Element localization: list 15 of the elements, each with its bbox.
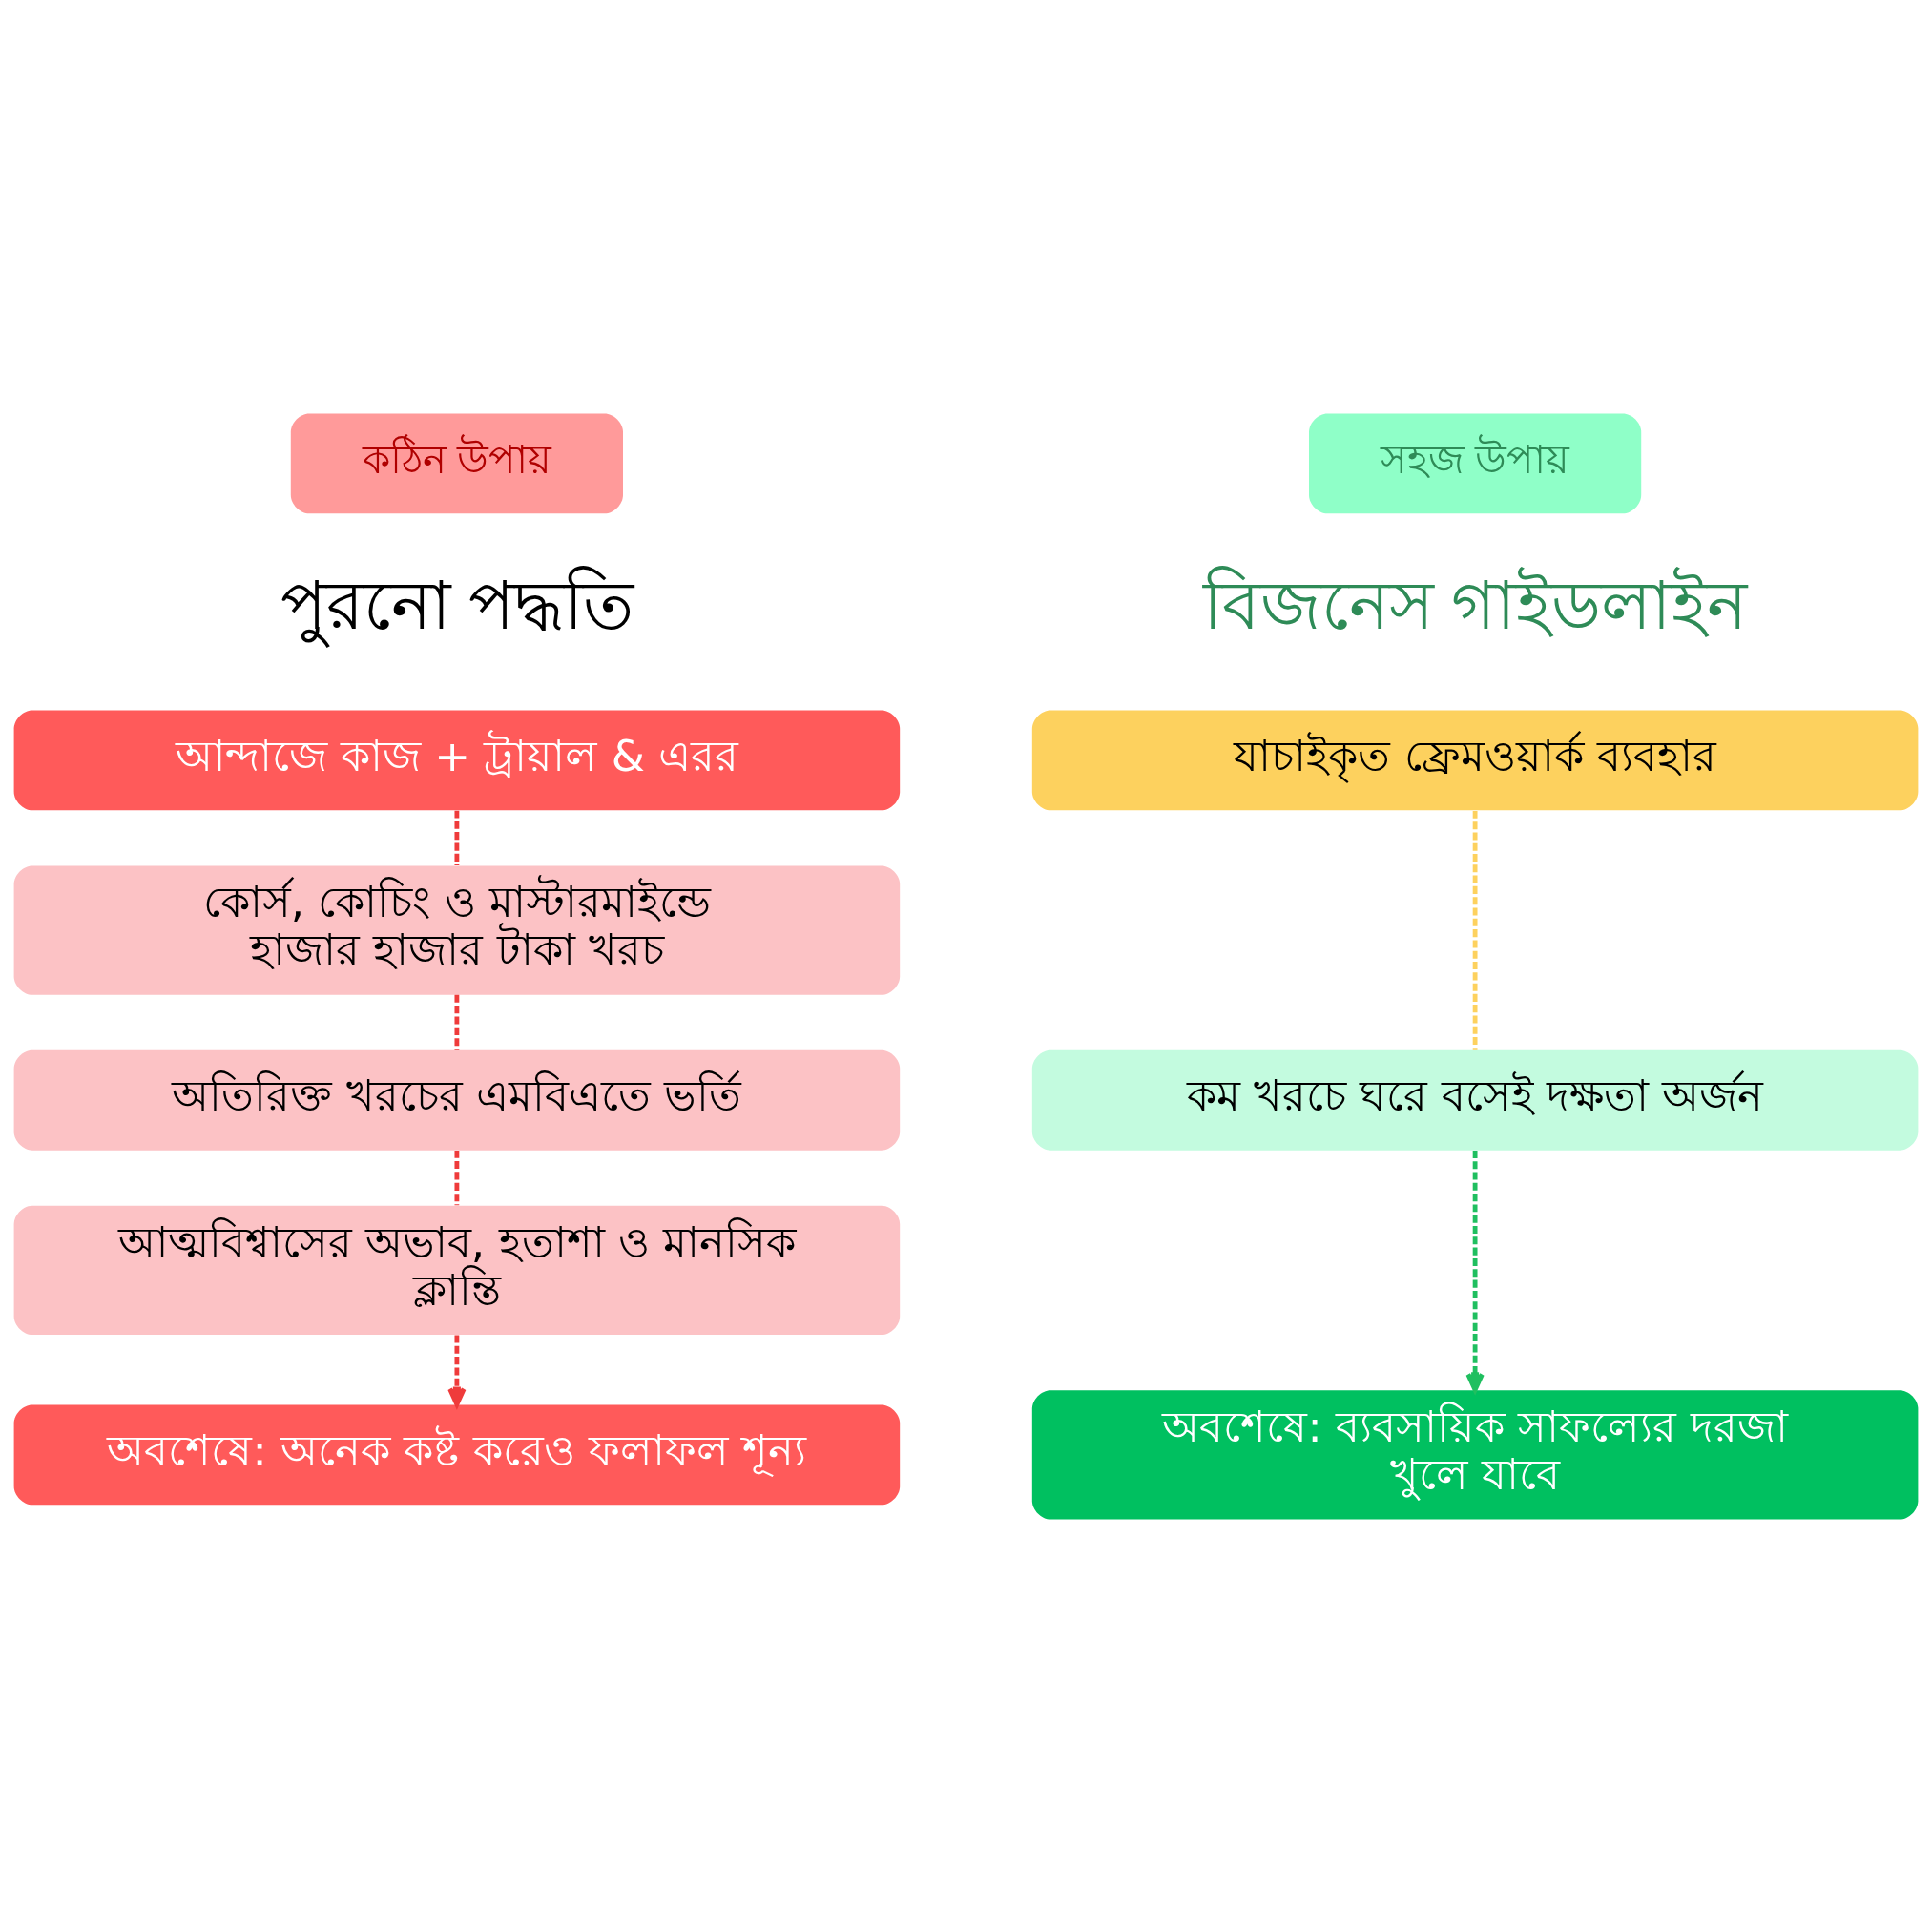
node-box: অবশেষে: ব্যবসায়িক সাফল্যের দরজা খুলে যাবে — [1031, 1389, 1919, 1520]
node-box: অতিরিক্ত খরচের এমবিএতে ভর্তি — [13, 1049, 901, 1151]
connector — [454, 1150, 460, 1205]
node-box: সহজ উপায় — [1309, 412, 1642, 513]
node-box: কঠিন উপায় — [290, 412, 623, 513]
connector — [454, 994, 460, 1050]
connector — [1472, 810, 1478, 1050]
connector — [454, 810, 460, 865]
node-box: আত্মবিশ্বাসের অভাব, হতাশা ও মানসিক ক্লান্তি — [13, 1205, 901, 1335]
node-box: যাচাইকৃত ফ্রেমওয়ার্ক ব্যবহার — [1031, 710, 1919, 810]
node-box: কোর্স, কোচিং ও মাস্টারমাইন্ডে হাজার হাজার টাকা খরচ — [13, 864, 901, 995]
node-box: অবশেষে: অনেক কষ্ট করেও ফলাফল শূন্য — [13, 1403, 901, 1505]
node-box: আন্দাজে কাজ + ট্রায়াল & এরর — [13, 710, 901, 810]
label: বিজনেস গাইডলাইন — [1203, 568, 1747, 643]
node-box: কম খরচে ঘরে বসেই দক্ষতা অর্জন — [1031, 1049, 1919, 1151]
